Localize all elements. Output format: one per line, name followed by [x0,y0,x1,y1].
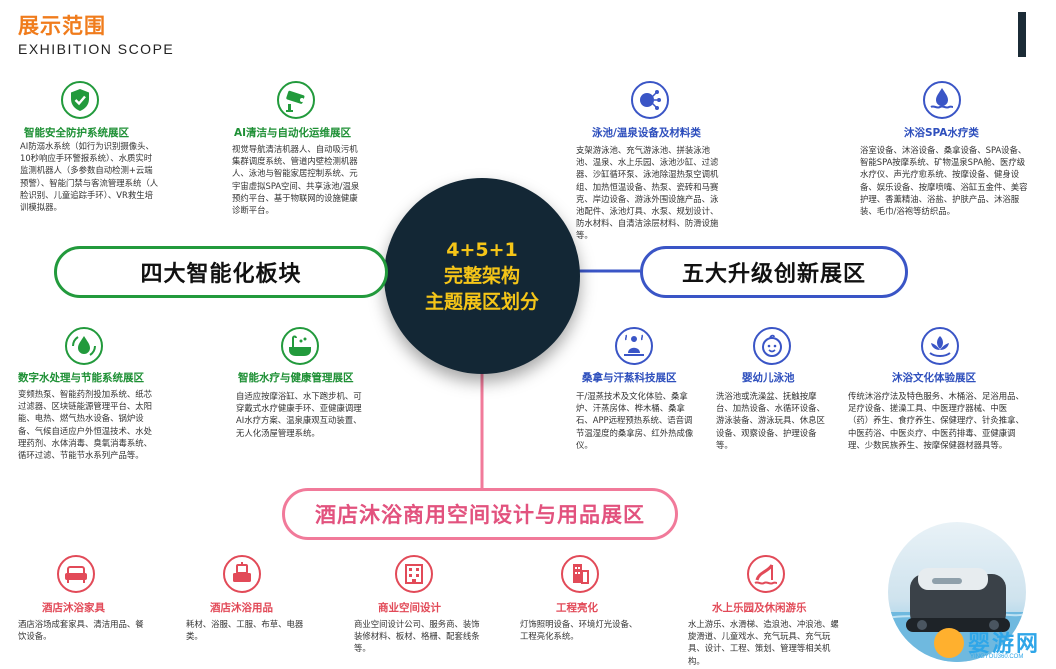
header-accent-bar [1018,12,1026,57]
section-title: 沐浴文化体验展区 [892,372,976,384]
hub-circle: 4+5+1 完整架构 主题展区划分 [384,178,580,374]
section-title: 桑拿与汗蒸科技展区 [582,372,677,384]
section-description: 干/湿蒸技术及文化体验、桑拿炉、汗蒸房体、桦木桶、桑拿石、APP远程预热系统、语… [576,391,694,450]
sofa-icon [56,554,96,594]
section-description: 变频热泵、智能药剂投加系统、纸芯过滤器、区块链能源管理平台、太阳能、电热、燃气热… [18,389,152,461]
section-title: 数字水处理与节能系统展区 [18,372,144,384]
pillar-blue: 五大升级创新展区 [640,246,908,298]
section-description: 酒店浴场成套家具、清洁用品、餐饮设备。 [18,619,144,642]
page-title: 展示范围 [18,14,106,38]
brand-logo-icon [934,628,964,658]
section-title: 工程亮化 [556,602,598,614]
section-title: 酒店沐浴家具 [42,602,105,614]
section-title: 沐浴SPA水疗类 [904,127,979,139]
section-description: AI防溺水系统（如行为识别摄像头、10秒响应手环警报系统）、水质实时监测机器人（… [20,141,159,213]
watermark: 婴游网 YINGYOU360.COM [934,624,1054,668]
bathtub-icon [280,326,320,366]
sauna-meditation-icon [614,326,654,366]
building-icon [394,554,434,594]
pillar-green: 四大智能化板块 [54,246,388,298]
section-description: 传统沐浴疗法及特色服务、木桶浴、足浴用品、足疗设备、搓澡工具、中医理疗器械、中医… [848,391,1024,450]
lotus-hands-icon [920,326,960,366]
shield-check-icon [60,80,100,120]
baby-face-icon [752,326,792,366]
water-park-icon [746,554,786,594]
section-title: 智能安全防护系统展区 [24,127,129,139]
bath-supplies-icon [222,554,262,594]
section-description: 自适应按摩浴缸、水下跑步机、可穿戴式水疗健康手环、亚健康调理AI水疗方案、温泉康… [236,391,362,438]
watermark-url: YINGYOU360.COM [970,654,1024,660]
section-title: 婴幼儿泳池 [742,372,795,384]
section-description: 灯饰照明设备、环境灯光设备、工程亮化系统。 [520,619,638,642]
lighting-building-icon [560,554,600,594]
section-description: 商业空间设计公司、服务商、装饰装修材料、板材、格栅、配套线条等。 [354,619,480,654]
section-title: 泳池/温泉设备及材料类 [592,127,701,139]
section-title: 酒店沐浴用品 [210,602,273,614]
hub-line-1: 4+5+1 [446,239,518,261]
water-recycle-icon [64,326,104,366]
watermark-brand: 婴游网 [968,632,1041,657]
robot-camera-icon [276,80,316,120]
section-description: 洗浴池或洗澡盆、抚触按摩台、加热设备、水循环设备、游泳装备、游泳玩具、休息区设备… [716,391,825,450]
section-description: 浴室设备、沐浴设备、桑拿设备、SPA设备、智能SPA按摩系统、矿物温泉SPA舱、… [860,145,1028,217]
section-title: 水上乐园及休闲游乐 [712,602,807,614]
section-title: AI清洁与自动化运维展区 [234,127,352,139]
section-description: 耗材、浴服、工服、布草、电器类。 [186,619,304,642]
section-title: 商业空间设计 [378,602,441,614]
section-title: 智能水疗与健康管理展区 [238,372,354,384]
section-description: 水上游乐、水滑梯、造浪池、冲浪池、螺旋滑道、儿童戏水、充气玩具、充气玩具、设计、… [688,619,839,666]
pool-materials-icon [630,80,670,120]
section-description: 支架游泳池、充气游泳池、拼装泳池池、温泉、水上乐园、泳池沙缸、过滤器、沙缸循环泵… [576,145,719,241]
pillar-pink: 酒店沐浴商用空间设计与用品展区 [282,488,678,540]
hub-line-3: 主题展区划分 [424,291,539,313]
spa-water-drop-icon [922,80,962,120]
hub-line-2: 完整架构 [443,265,520,287]
section-description: 视觉导航清洁机器人、自动吸污机集群调度系统、管道内壁检测机器人、泳池与智能家居控… [232,144,360,216]
page-subtitle: EXHIBITION SCOPE [18,41,175,57]
